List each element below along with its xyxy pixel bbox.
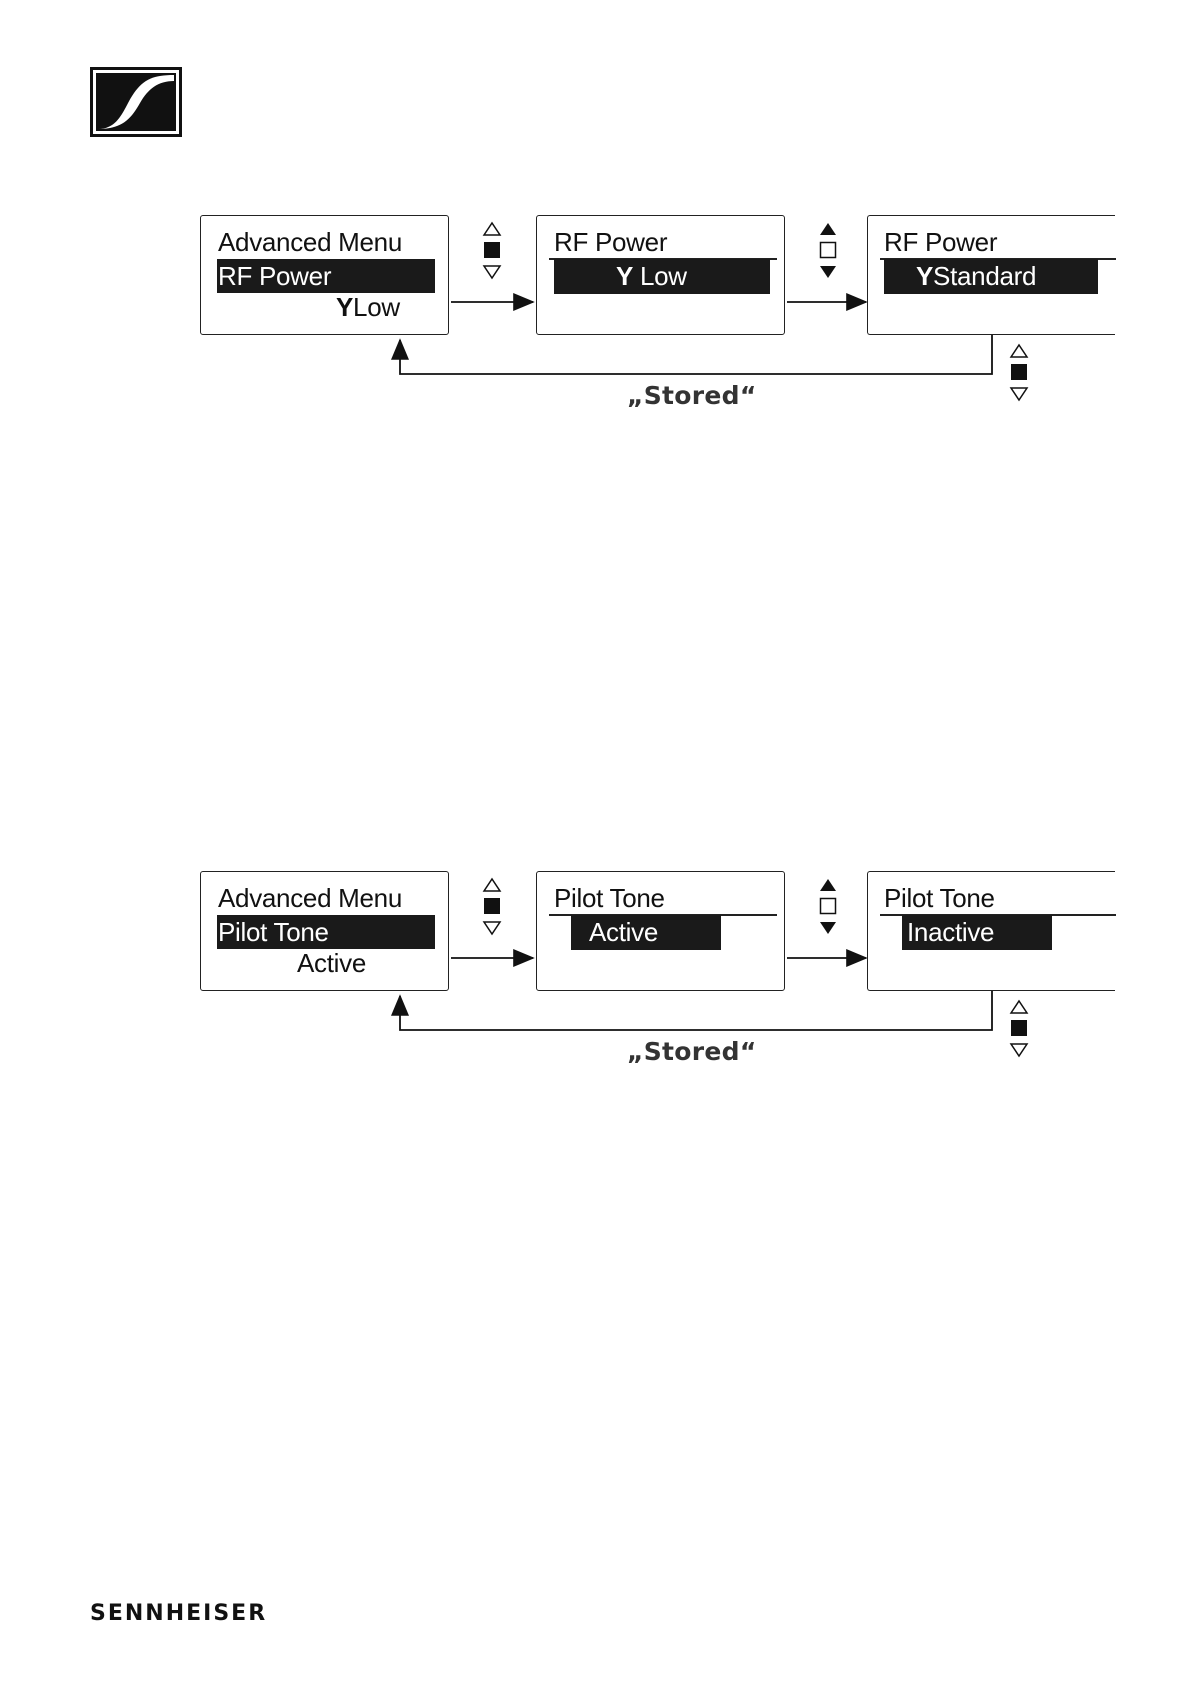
screen-title: Advanced Menu [218,227,402,257]
menu-item-highlight: RF Power [217,259,435,293]
value-text: YStandard [916,259,1036,293]
stored-label: „Stored“ [627,1037,757,1066]
set-button-icon [815,220,841,286]
value-text: Y Low [616,259,687,293]
rf-screen-advanced-menu: Advanced Menu RF Power YLow [200,215,449,335]
rf-screen-power-low: RF Power Y Low [536,215,785,335]
screen-title: Pilot Tone [554,883,665,913]
current-value: Active [297,948,366,978]
value-label: Active [589,915,658,949]
antenna-icon: Y [616,261,633,291]
value-highlight: Inactive [902,915,1052,950]
screen-title: RF Power [884,227,997,257]
sennheiser-logo-icon [90,67,182,137]
value-label: Standard [933,261,1036,291]
up-down-buttons-icon [1006,998,1032,1064]
pilot-screen-advanced-menu: Advanced Menu Pilot Tone Active [200,871,449,991]
pilot-screen-active: Pilot Tone Active [536,871,785,991]
value-highlight: Y Low [554,259,770,294]
value-highlight: YStandard [884,259,1098,294]
antenna-icon: Y [336,292,353,322]
set-button-icon [815,876,841,942]
sennheiser-wordmark: SENNHEISER [90,1601,267,1626]
menu-item-highlight: Pilot Tone [217,915,435,949]
value-label: Low [640,261,687,291]
up-down-buttons-icon [479,876,505,942]
stored-label: „Stored“ [627,381,757,410]
value-label: Low [353,292,400,322]
pilot-tone-diagram: Advanced Menu Pilot Tone Active Pilot To… [0,856,1190,1076]
pilot-screen-inactive: Pilot Tone Inactive [867,871,1115,991]
screen-title: Advanced Menu [218,883,402,913]
antenna-icon: Y [916,261,933,291]
screen-title: RF Power [554,227,667,257]
rf-power-diagram: Advanced Menu RF Power YLow RF Power Y L… [0,200,1190,420]
up-down-buttons-icon [479,220,505,286]
sennheiser-logo [90,67,182,137]
up-down-buttons-icon [1006,342,1032,408]
rf-screen-power-standard: RF Power YStandard [867,215,1115,335]
value-highlight: Active [571,915,721,950]
value-label: Inactive [907,915,994,949]
menu-item-label: RF Power [218,259,331,293]
screen-title: Pilot Tone [884,883,995,913]
current-value: YLow [336,292,400,322]
menu-item-label: Pilot Tone [218,915,329,949]
